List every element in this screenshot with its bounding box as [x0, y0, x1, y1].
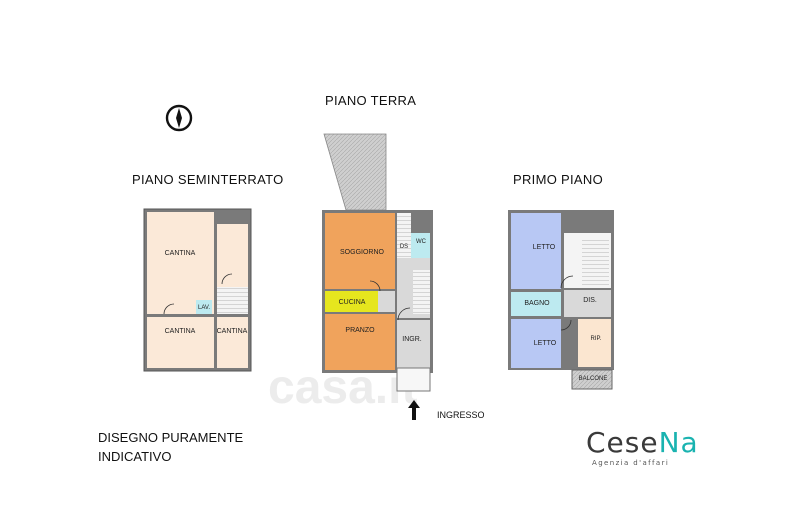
room-ingr: [397, 320, 430, 368]
logo-text: Cese: [586, 426, 659, 459]
compass-icon: [165, 104, 193, 132]
room-wc: [411, 233, 430, 258]
room-soggiorno: [325, 213, 395, 289]
label-letto-top: LETTO: [533, 244, 556, 251]
room-letto-top: [511, 213, 561, 289]
logo-subtitle: Agenzia d'affari: [592, 459, 670, 467]
first-floor-title: PRIMO PIANO: [513, 172, 603, 187]
label-soggiorno: SOGGIORNO: [340, 249, 385, 256]
room-rip: [578, 319, 611, 367]
room-bagno: [511, 292, 561, 316]
entrance-arrow-icon: [408, 400, 420, 420]
label-bagno: BAGNO: [524, 300, 550, 307]
basement-stairs: [217, 287, 248, 314]
disclaimer-line-2: INDICATIVO: [98, 449, 172, 464]
room-balcone: [571, 369, 613, 390]
label-dis: DIS.: [583, 297, 597, 304]
room-dis: [564, 290, 611, 317]
ground-terrace: [323, 133, 387, 211]
label-lav: LAV.: [198, 305, 210, 311]
label-cucina: CUCINA: [339, 299, 366, 306]
room-cantina-bottom-right: [217, 317, 248, 368]
label-wc: WC: [416, 239, 427, 245]
label-cantina-bottom-left: CANTINA: [165, 328, 196, 335]
label-ingr: INGR.: [402, 336, 422, 343]
ground-floor-plan: SOGGIORNO CUCINA PRANZO INGR. DS WC INGR…: [322, 133, 485, 420]
label-cantina-main: CANTINA: [165, 250, 196, 257]
basement-floor-title: PIANO SEMINTERRATO: [132, 172, 284, 187]
ground-floor-title: PIANO TERRA: [325, 93, 417, 108]
label-balcone: BALCONE: [579, 376, 608, 382]
room-cantina-side: [217, 224, 248, 287]
label-letto-bottom: LETTO: [534, 340, 557, 347]
agency-logo: CeseNa Agenzia d'affari: [586, 426, 699, 467]
basement-plan: CANTINA LAV. CANTINA CANTINA: [143, 208, 252, 372]
room-cucina: [325, 291, 378, 312]
logo-wordmark: CeseNa: [586, 426, 699, 459]
entrance-porch: [396, 367, 431, 392]
label-rip: RIP.: [591, 336, 602, 342]
logo-accent: Na: [658, 426, 699, 459]
room-cucina-side: [378, 291, 395, 312]
label-cantina-bottom-right: CANTINA: [217, 328, 248, 335]
first-floor-plan: LETTO BAGNO DIS. LETTO RIP. BALCONE: [508, 210, 614, 390]
first-stairs: [582, 237, 609, 285]
ground-stairs-upper: [397, 213, 411, 258]
label-pranzo: PRANZO: [345, 327, 375, 334]
room-cantina-bottom-left: [147, 317, 214, 368]
room-letto-bottom: [511, 319, 561, 368]
disclaimer-note: DISEGNO PURAMENTE INDICATIVO: [98, 428, 243, 466]
ground-stairs: [413, 270, 430, 314]
room-pranzo: [325, 314, 395, 370]
room-lav: [196, 300, 212, 314]
disclaimer-line-1: DISEGNO PURAMENTE: [98, 430, 244, 445]
label-ingresso: INGRESSO: [437, 410, 485, 420]
room-cantina-main: [147, 212, 214, 314]
label-ds: DS: [400, 244, 408, 250]
